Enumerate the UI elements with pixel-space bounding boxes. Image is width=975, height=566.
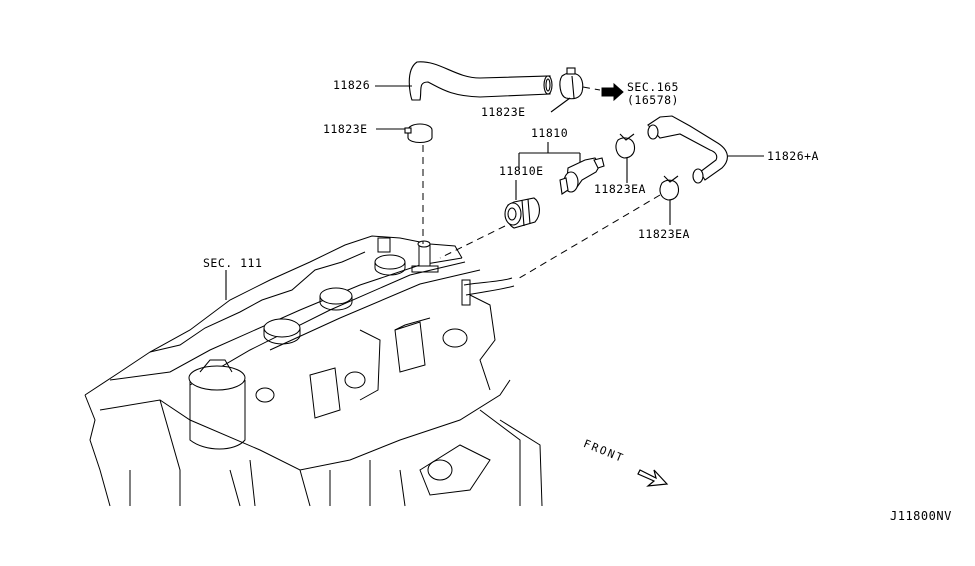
grommet-11810e[interactable] — [504, 197, 540, 229]
pcv-valve-11810[interactable] — [559, 157, 605, 195]
hose-assy-11826a[interactable] — [647, 115, 728, 184]
callout-11823ea-2[interactable]: 11823EA — [638, 227, 690, 241]
callout-11810e[interactable]: 11810E — [499, 164, 544, 178]
leader-lines — [225, 85, 764, 300]
section-ref-165-sub: (16578) — [627, 93, 679, 107]
callout-11823ea-1[interactable]: 11823EA — [594, 182, 646, 196]
clamp-11823e-pcv[interactable] — [404, 123, 433, 144]
callout-11826[interactable]: 11826 — [333, 78, 371, 92]
hose-11826[interactable] — [408, 61, 553, 101]
callout-11826a[interactable]: 11826+A — [767, 149, 819, 163]
engine-cylinder-head — [84, 235, 543, 507]
callout-11823e-pcv[interactable]: 11823E — [323, 122, 368, 136]
clamp-11823ea-2[interactable] — [659, 175, 680, 201]
front-arrow-icon — [637, 469, 669, 487]
diagram-code: J11800NV — [890, 509, 952, 523]
section-ref-165[interactable]: SEC.165 — [627, 80, 679, 94]
callout-11823e-upper[interactable]: 11823E — [481, 105, 526, 119]
clamp-11823e-upper[interactable] — [559, 67, 584, 100]
callout-11810[interactable]: 11810 — [531, 126, 569, 140]
section-ref-111[interactable]: SEC. 111 — [203, 256, 263, 270]
clamp-11823ea-1[interactable] — [615, 133, 636, 159]
arrow-to-sec165-icon — [601, 82, 624, 102]
